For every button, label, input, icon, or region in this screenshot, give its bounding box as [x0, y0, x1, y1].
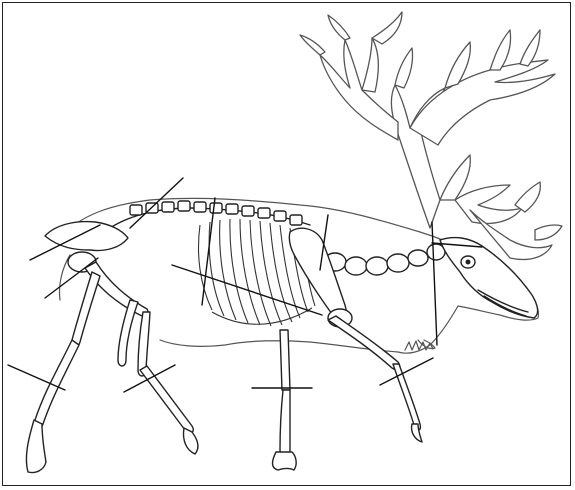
antlers	[300, 12, 562, 259]
pointer-line-ribs	[172, 265, 322, 315]
pointer-line-cervical	[432, 222, 437, 345]
spine	[110, 201, 445, 275]
